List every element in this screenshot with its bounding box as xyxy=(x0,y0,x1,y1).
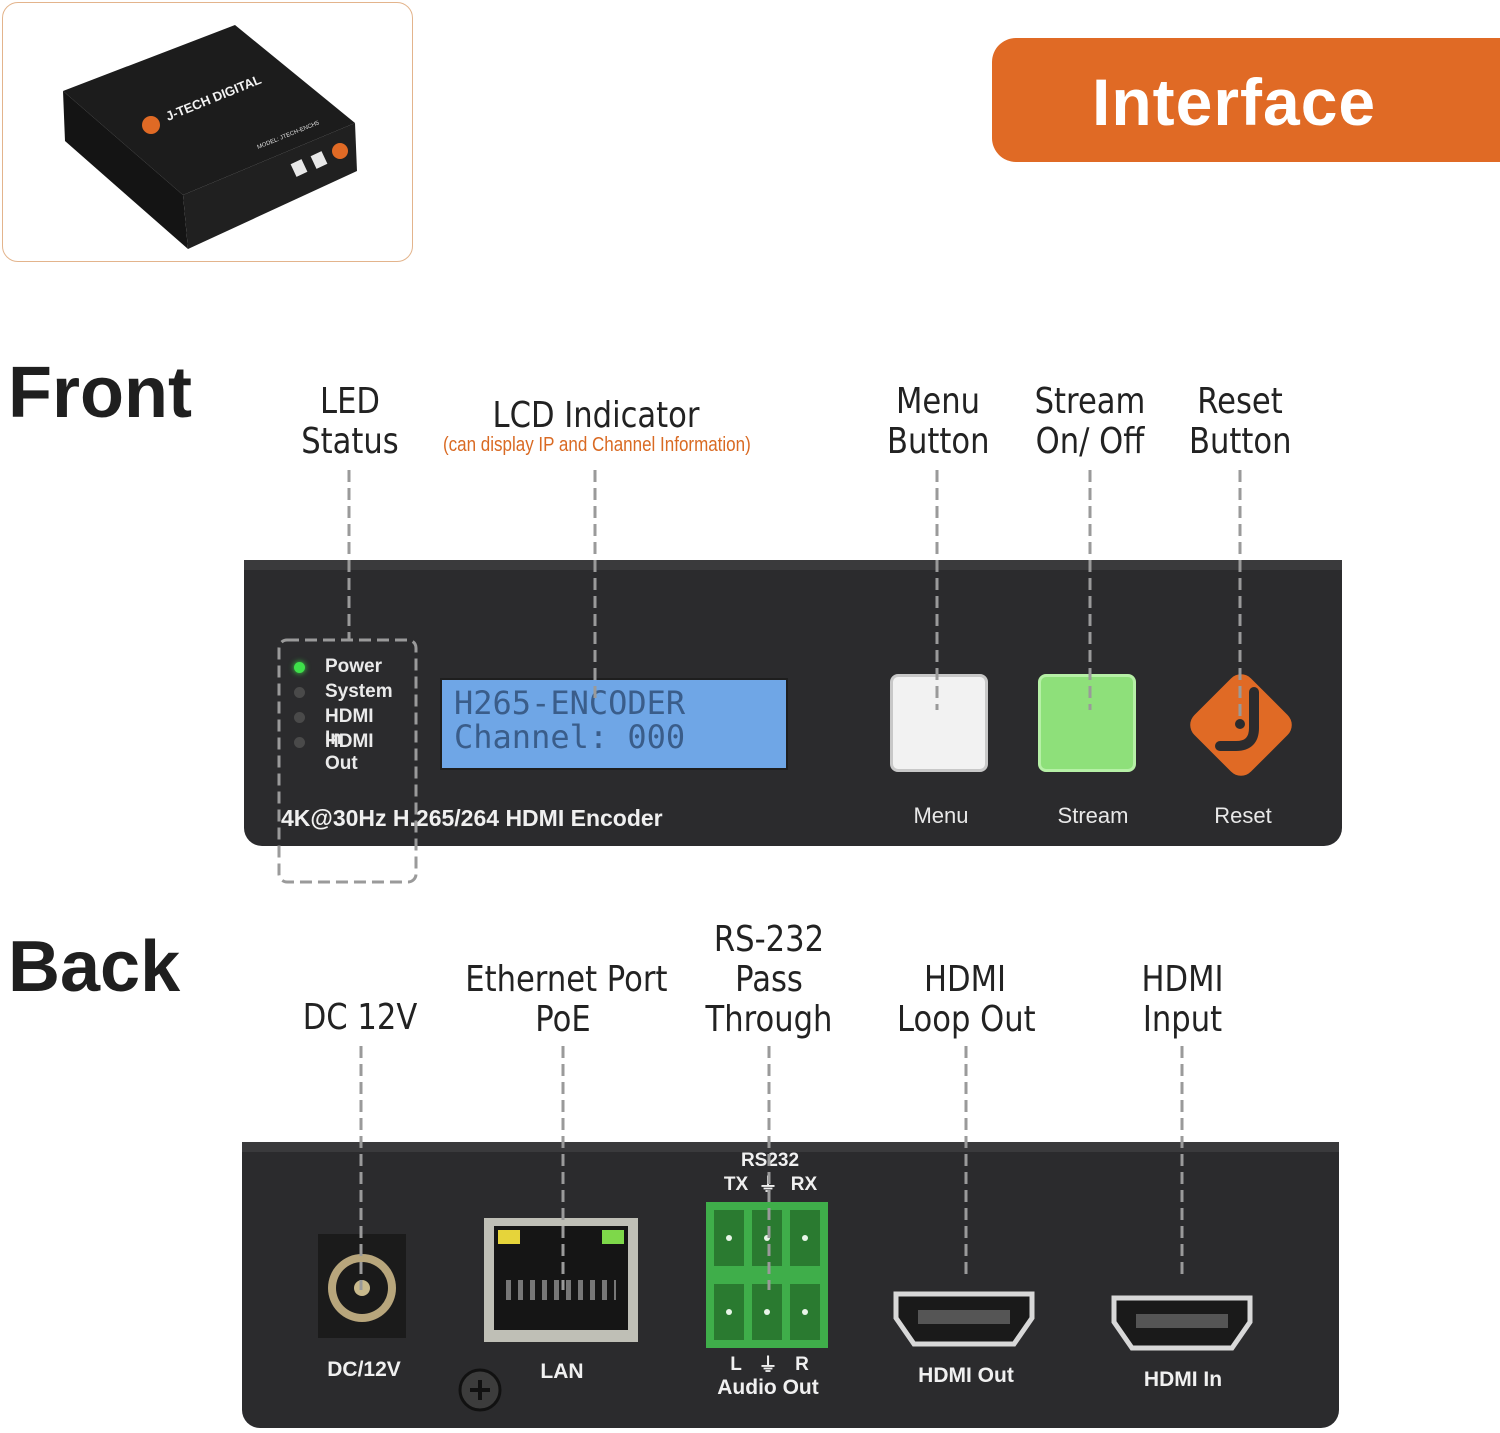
lcd-line-2: Channel: 000 xyxy=(454,718,686,756)
menu-caption: Menu xyxy=(913,803,969,828)
lcd-indicator-label: LCD Indicator xyxy=(492,395,700,436)
lcd-line-1: H265-ENCODER xyxy=(454,684,686,722)
screw-icon xyxy=(458,1368,502,1412)
lan-port[interactable] xyxy=(484,1218,638,1342)
led-hdmi-out-dot xyxy=(294,737,305,748)
front-panel-caption: 4K@30Hz H.265/264 HDMI Encoder xyxy=(281,805,663,831)
lan-port-label: LAN xyxy=(540,1360,584,1383)
led-hdmi-in-dot xyxy=(294,712,305,723)
product-box-image: J-TECH DIGITAL MODEL: JTECH-ENCH5 xyxy=(63,25,357,249)
led-status-box xyxy=(277,638,418,884)
dc-label: DC 12V xyxy=(302,997,418,1038)
lan-led-left xyxy=(498,1230,520,1244)
hdmi-in-label: HDMI In xyxy=(1143,1368,1223,1391)
hdmi-in-port[interactable] xyxy=(1108,1292,1256,1354)
led-power-dot xyxy=(294,662,305,673)
hdmi-out-label: HDMI Out xyxy=(918,1364,1014,1387)
terminal-block[interactable] xyxy=(706,1202,828,1348)
front-panel xyxy=(244,560,1342,846)
led-system-dot xyxy=(294,687,305,698)
dc-port-label: DC/12V xyxy=(327,1358,401,1381)
stream-button[interactable] xyxy=(1038,674,1136,772)
audio-ground-icon: ⏚ xyxy=(758,1355,778,1376)
audio-r: R xyxy=(795,1354,809,1375)
audio-l: L xyxy=(730,1354,742,1375)
product-thumbnail: J-TECH DIGITAL MODEL: JTECH-ENCH5 xyxy=(2,2,413,262)
rs232-rx: RX xyxy=(790,1174,818,1195)
lcd-note: (can display IP and Channel Information) xyxy=(443,434,751,456)
reset-button[interactable] xyxy=(1180,664,1302,786)
audio-out-label: Audio Out xyxy=(717,1376,819,1399)
reset-caption: Reset xyxy=(1214,803,1272,828)
menu-button[interactable] xyxy=(890,674,988,772)
rs232-tx: TX xyxy=(723,1174,749,1195)
lcd-display: H265-ENCODER Channel: 000 xyxy=(440,678,788,770)
back-title: Back xyxy=(8,927,181,1007)
interface-banner xyxy=(992,38,1500,162)
stream-caption: Stream xyxy=(1057,803,1129,828)
rs232-ground-icon: ⏚ xyxy=(758,1175,778,1196)
hdmi-out-port[interactable] xyxy=(890,1288,1038,1350)
lan-led-right xyxy=(602,1230,624,1244)
banner-title: Interface xyxy=(1092,65,1377,139)
front-title: Front xyxy=(8,353,192,433)
